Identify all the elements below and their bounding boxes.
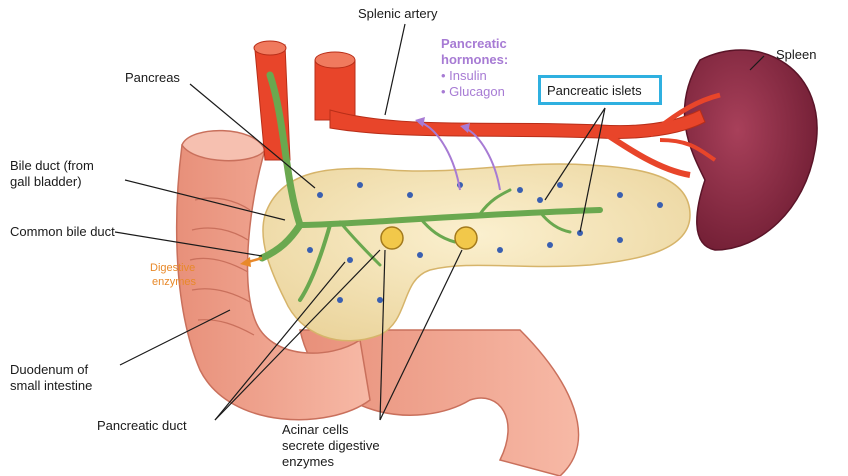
splenic-artery-label: Splenic artery	[358, 6, 437, 22]
insulin-label: • Insulin	[441, 68, 487, 84]
digestive-enzymes-label-line2: enzymes	[152, 276, 196, 289]
pancreatic-islets-label: Pancreatic islets	[547, 83, 642, 99]
digestive-enzymes-label-line1: Digestive	[150, 262, 195, 275]
pancreas-label: Pancreas	[125, 70, 180, 86]
spleen-label: Spleen	[776, 47, 816, 63]
bile-duct-label-line2: gall bladder)	[10, 174, 82, 190]
duodenum-label-line2: small intestine	[10, 378, 92, 394]
hormones-title-line2: hormones:	[441, 52, 508, 68]
bile-duct-label-line1: Bile duct (from	[10, 158, 94, 174]
acinar-label-line3: enzymes	[282, 454, 334, 470]
duodenum-label-line1: Duodenum of	[10, 362, 88, 378]
acinar-label-line2: secrete digestive	[282, 438, 380, 454]
pancreas	[263, 164, 690, 341]
pancreatic-duct-label: Pancreatic duct	[97, 418, 187, 434]
pancreatic-islets-highlight: Pancreatic islets	[538, 75, 662, 105]
common-bile-duct-label: Common bile duct	[10, 224, 115, 240]
acinar-label-line1: Acinar cells	[282, 422, 348, 438]
spleen	[684, 50, 817, 250]
hormones-title-line1: Pancreatic	[441, 36, 507, 52]
glucagon-label: • Glucagon	[441, 84, 505, 100]
